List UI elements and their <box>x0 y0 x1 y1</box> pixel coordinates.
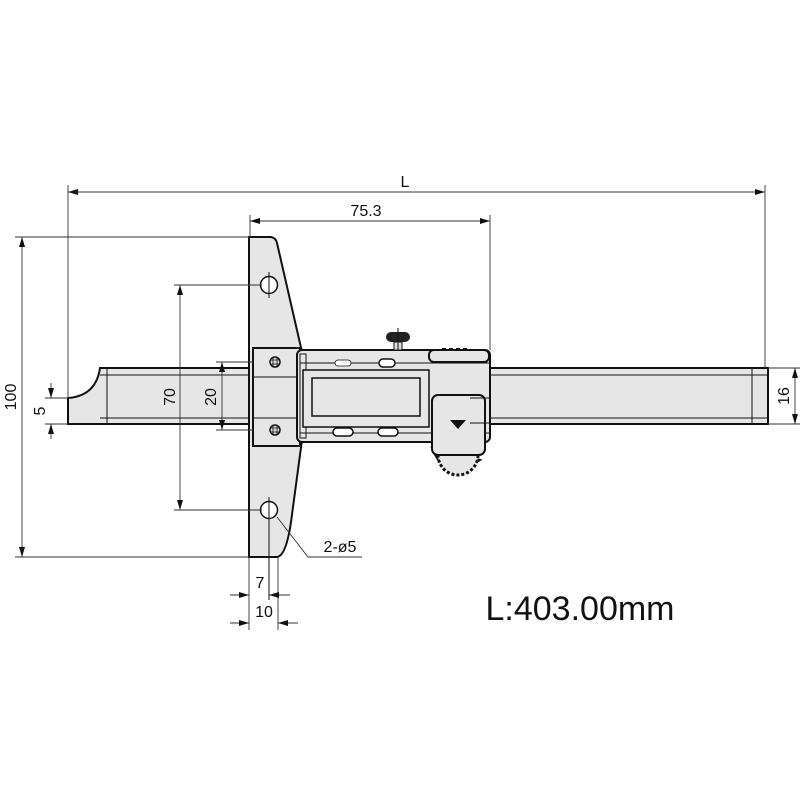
lcd-display <box>311 377 421 417</box>
screw-icon <box>269 356 281 368</box>
dimension-100: 100 <box>3 236 249 558</box>
dim-label: 20 <box>203 388 220 406</box>
dimension-7-10: 7 10 <box>230 557 298 630</box>
button <box>332 427 354 437</box>
dim-label: 5 <box>32 406 49 415</box>
button <box>378 358 396 368</box>
dim-label: 7 <box>256 575 265 592</box>
hole-callout: 2-ø5 <box>276 516 362 558</box>
holder-block <box>252 347 301 447</box>
button <box>334 359 352 367</box>
dim-label: 100 <box>3 384 20 411</box>
fine-adjust-knob <box>431 394 490 477</box>
down-arrow-icon <box>450 420 466 429</box>
dimension-L: L <box>67 174 766 398</box>
dimension-16: 16 <box>768 367 800 425</box>
dim-label: 2-ø5 <box>324 539 357 556</box>
button <box>377 427 399 437</box>
dim-label: L <box>401 174 410 191</box>
dim-label: 10 <box>255 604 273 621</box>
length-note: L:403.00mm <box>486 590 675 628</box>
dim-label: 75.3 <box>350 203 381 220</box>
dimension-75-3: 75.3 <box>249 203 491 350</box>
dimension-5: 5 <box>32 383 68 439</box>
dim-label: 16 <box>776 387 793 405</box>
screw-icon <box>269 424 281 436</box>
thumb-wheel-icon <box>386 328 410 351</box>
dim-label: 70 <box>162 388 179 406</box>
dimension-70: 70 <box>162 284 262 511</box>
dimension-20: 20 <box>203 361 253 431</box>
